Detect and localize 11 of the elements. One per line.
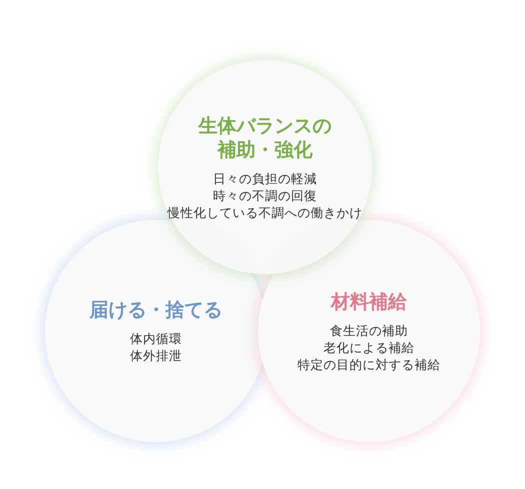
- circle-heading: 材料補給: [329, 290, 408, 314]
- circle-text: 体内循環: [130, 330, 182, 347]
- circle-text: 日々の負担の軽減: [213, 170, 317, 186]
- circle-text: 時々の不調の回復: [213, 186, 317, 204]
- circle-heading: 届ける・捨てる: [88, 298, 224, 322]
- circle-text: 特定の目的に対する補給: [298, 356, 440, 372]
- circle-text: 食生活の補助: [330, 322, 408, 338]
- circle-heading: 生体バランスの補助・強化: [197, 114, 332, 162]
- circle-text: 体外排泄: [130, 347, 182, 364]
- circle-text: 慢性化している不調への働きかけ: [168, 204, 362, 220]
- circle-text: 老化による補給: [324, 338, 414, 356]
